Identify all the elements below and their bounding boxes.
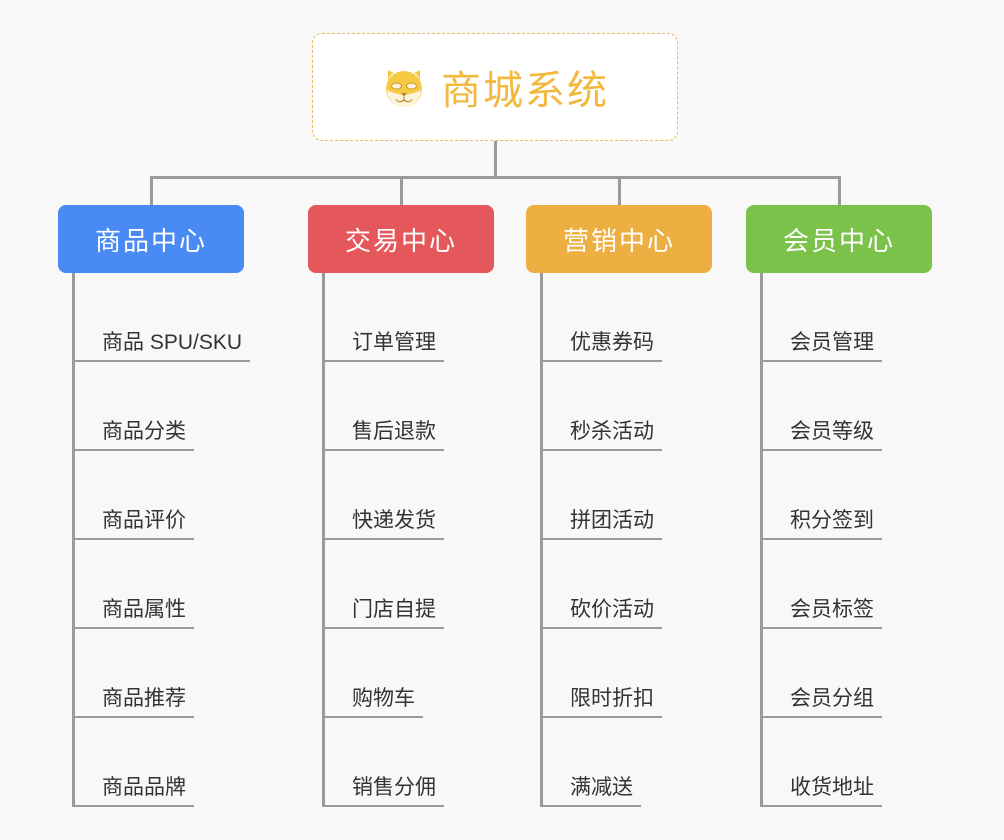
branch-spine — [760, 273, 763, 807]
leaf-label: 限时折扣 — [540, 687, 662, 718]
leaf-label: 商品评价 — [72, 509, 194, 540]
leaf-list-member-center: 会员管理 会员等级 积分签到 会员标签 会员分组 收货地址 — [746, 273, 932, 807]
leaf-label: 会员等级 — [760, 420, 882, 451]
leaf-item[interactable]: 会员管理 — [746, 273, 932, 362]
leaf-item[interactable]: 门店自提 — [308, 540, 494, 629]
leaf-item[interactable]: 会员分组 — [746, 629, 932, 718]
leaf-item[interactable]: 售后退款 — [308, 362, 494, 451]
leaf-label: 秒杀活动 — [540, 420, 662, 451]
category-header-product-center[interactable]: 商品中心 — [58, 205, 244, 273]
branch-column-member-center: 会员中心 会员管理 会员等级 积分签到 会员标签 会员分组 收货地址 — [746, 205, 932, 807]
leaf-label: 满减送 — [540, 776, 641, 807]
leaf-item[interactable]: 商品推荐 — [58, 629, 244, 718]
branch-column-marketing-center: 营销中心 优惠券码 秒杀活动 拼团活动 砍价活动 限时折扣 满减送 — [526, 205, 712, 807]
leaf-item[interactable]: 积分签到 — [746, 451, 932, 540]
leaf-item[interactable]: 秒杀活动 — [526, 362, 712, 451]
leaf-item[interactable]: 快递发货 — [308, 451, 494, 540]
connector-drop-2 — [400, 176, 403, 206]
leaf-label: 商品分类 — [72, 420, 194, 451]
leaf-label: 拼团活动 — [540, 509, 662, 540]
leaf-label: 订单管理 — [322, 331, 444, 362]
leaf-label: 销售分佣 — [322, 776, 444, 807]
root-title: 商城系统 — [441, 69, 609, 113]
leaf-item[interactable]: 会员等级 — [746, 362, 932, 451]
leaf-label: 门店自提 — [322, 598, 444, 629]
leaf-label: 售后退款 — [322, 420, 444, 451]
leaf-item[interactable]: 商品属性 — [58, 540, 244, 629]
leaf-item[interactable]: 拼团活动 — [526, 451, 712, 540]
branch-column-trade-center: 交易中心 订单管理 售后退款 快递发货 门店自提 购物车 销售分佣 — [308, 205, 494, 807]
leaf-list-marketing-center: 优惠券码 秒杀活动 拼团活动 砍价活动 限时折扣 满减送 — [526, 273, 712, 807]
category-header-trade-center[interactable]: 交易中心 — [308, 205, 494, 273]
leaf-item[interactable]: 商品分类 — [58, 362, 244, 451]
leaf-item[interactable]: 商品 SPU/SKU — [58, 273, 251, 362]
connector-drop-1 — [150, 176, 153, 206]
leaf-label: 商品 SPU/SKU — [72, 331, 251, 362]
branch-spine — [540, 273, 543, 807]
branch-spine — [72, 273, 75, 807]
leaf-item[interactable]: 商品品牌 — [58, 718, 244, 807]
connector-root-stem — [494, 141, 497, 178]
leaf-item[interactable]: 限时折扣 — [526, 629, 712, 718]
leaf-label: 快递发货 — [322, 509, 444, 540]
leaf-item[interactable]: 满减送 — [526, 718, 712, 807]
leaf-label: 会员标签 — [760, 598, 882, 629]
leaf-item[interactable]: 会员标签 — [746, 540, 932, 629]
leaf-label: 收货地址 — [760, 776, 882, 807]
leaf-label: 商品推荐 — [72, 687, 194, 718]
leaf-label: 会员分组 — [760, 687, 882, 718]
category-header-marketing-center[interactable]: 营销中心 — [526, 205, 712, 273]
leaf-label: 商品属性 — [72, 598, 194, 629]
connector-bus — [150, 176, 840, 179]
branch-spine — [322, 273, 325, 807]
leaf-list-trade-center: 订单管理 售后退款 快递发货 门店自提 购物车 销售分佣 — [308, 273, 494, 807]
leaf-item[interactable]: 优惠券码 — [526, 273, 712, 362]
leaf-item[interactable]: 订单管理 — [308, 273, 494, 362]
leaf-label: 商品品牌 — [72, 776, 194, 807]
leaf-label: 优惠券码 — [540, 331, 662, 362]
connector-drop-4 — [838, 176, 841, 206]
leaf-item[interactable]: 收货地址 — [746, 718, 932, 807]
leaf-label: 购物车 — [322, 687, 423, 718]
leaf-label: 砍价活动 — [540, 598, 662, 629]
leaf-list-product-center: 商品 SPU/SKU 商品分类 商品评价 商品属性 商品推荐 商品品牌 — [58, 273, 251, 807]
leaf-item[interactable]: 砍价活动 — [526, 540, 712, 629]
leaf-label: 积分签到 — [760, 509, 882, 540]
category-header-member-center[interactable]: 会员中心 — [746, 205, 932, 273]
leaf-item[interactable]: 销售分佣 — [308, 718, 494, 807]
shiba-inu-icon — [381, 64, 427, 110]
root-node[interactable]: 商城系统 — [312, 33, 678, 141]
connector-drop-3 — [618, 176, 621, 206]
leaf-label: 会员管理 — [760, 331, 882, 362]
leaf-item[interactable]: 商品评价 — [58, 451, 244, 540]
leaf-item[interactable]: 购物车 — [308, 629, 494, 718]
branch-column-product-center: 商品中心 商品 SPU/SKU 商品分类 商品评价 商品属性 商品推荐 商品品牌 — [58, 205, 251, 807]
